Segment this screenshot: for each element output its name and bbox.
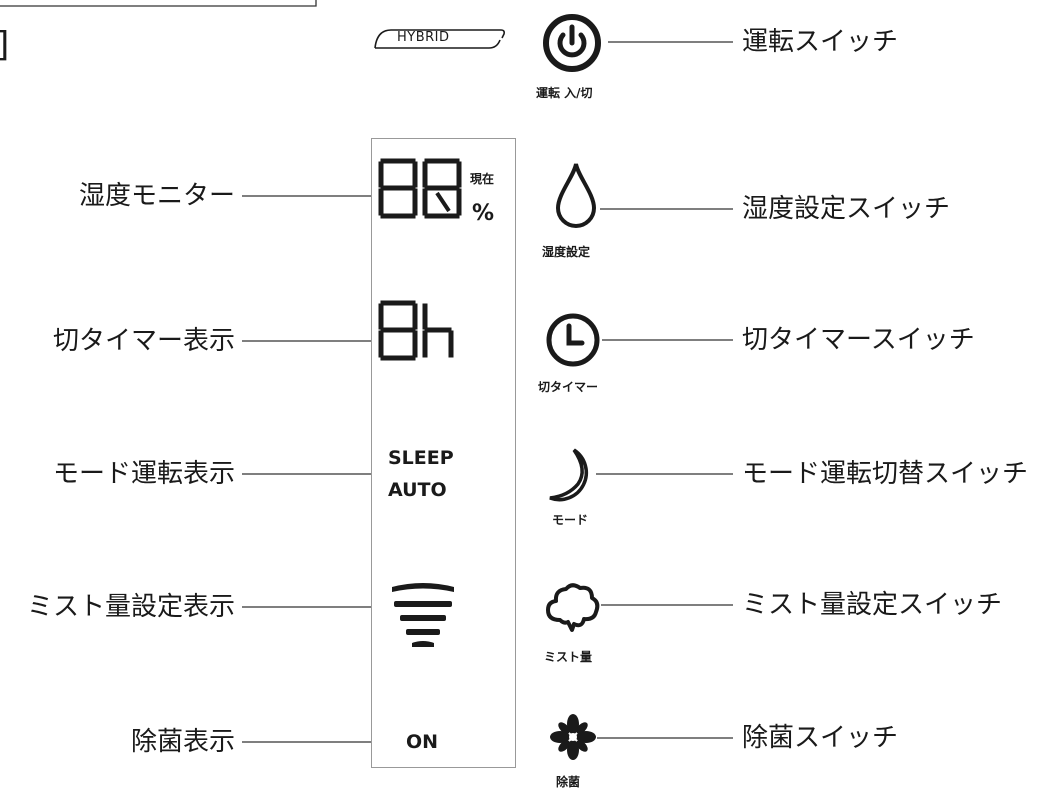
cloud-icon[interactable] bbox=[542, 580, 602, 634]
current-label: 現在 bbox=[470, 172, 495, 186]
percent-sign: % bbox=[472, 201, 495, 226]
sterilize-status: ON bbox=[406, 731, 439, 753]
caption-mist: ミスト量 bbox=[544, 650, 593, 664]
cropped-bracket: ] bbox=[0, 28, 9, 62]
hybrid-badge: HYBRID bbox=[371, 26, 509, 52]
label-mist-switch: ミスト量設定スイッチ bbox=[742, 590, 1003, 620]
caption-timer: 切タイマー bbox=[538, 380, 599, 394]
caption-power: 運転 入/切 bbox=[536, 86, 593, 100]
timer-digits bbox=[378, 300, 454, 361]
caption-sterilize: 除菌 bbox=[556, 775, 581, 789]
hybrid-badge-frame bbox=[374, 29, 505, 49]
water-drop-icon[interactable] bbox=[552, 160, 602, 230]
mist-level-bars bbox=[392, 583, 454, 647]
hybrid-badge-label: HYBRID bbox=[397, 30, 450, 45]
label-timer-switch: 切タイマースイッチ bbox=[742, 325, 975, 355]
label-sterilize-switch: 除菌スイッチ bbox=[742, 723, 899, 753]
label-mode-switch: モード運転切替スイッチ bbox=[742, 459, 1029, 489]
label-mist-display: ミスト量設定表示 bbox=[26, 592, 235, 622]
label-humidity-monitor: 湿度モニター bbox=[78, 181, 235, 211]
label-humidity-switch: 湿度設定スイッチ bbox=[742, 194, 951, 224]
label-sterilize-display: 除菌表示 bbox=[130, 727, 235, 757]
lcd-panel: 現在 % SLEEP AUTO ON bbox=[371, 138, 516, 768]
crescent-moon-icon[interactable] bbox=[546, 446, 598, 506]
mode-sleep: SLEEP bbox=[388, 447, 454, 469]
label-timer-display: 切タイマー表示 bbox=[52, 326, 235, 356]
humidity-digits bbox=[378, 158, 462, 219]
frame-remnant bbox=[0, 0, 317, 7]
clock-icon[interactable] bbox=[542, 312, 604, 368]
label-mode-display: モード運転表示 bbox=[52, 459, 235, 489]
caption-humidity: 湿度設定 bbox=[542, 245, 591, 259]
power-icon[interactable] bbox=[536, 10, 608, 76]
caption-mode: モード bbox=[552, 513, 589, 527]
label-power-switch: 運転スイッチ bbox=[742, 27, 899, 57]
mode-auto: AUTO bbox=[388, 479, 447, 501]
asterisk-icon[interactable] bbox=[548, 712, 598, 762]
